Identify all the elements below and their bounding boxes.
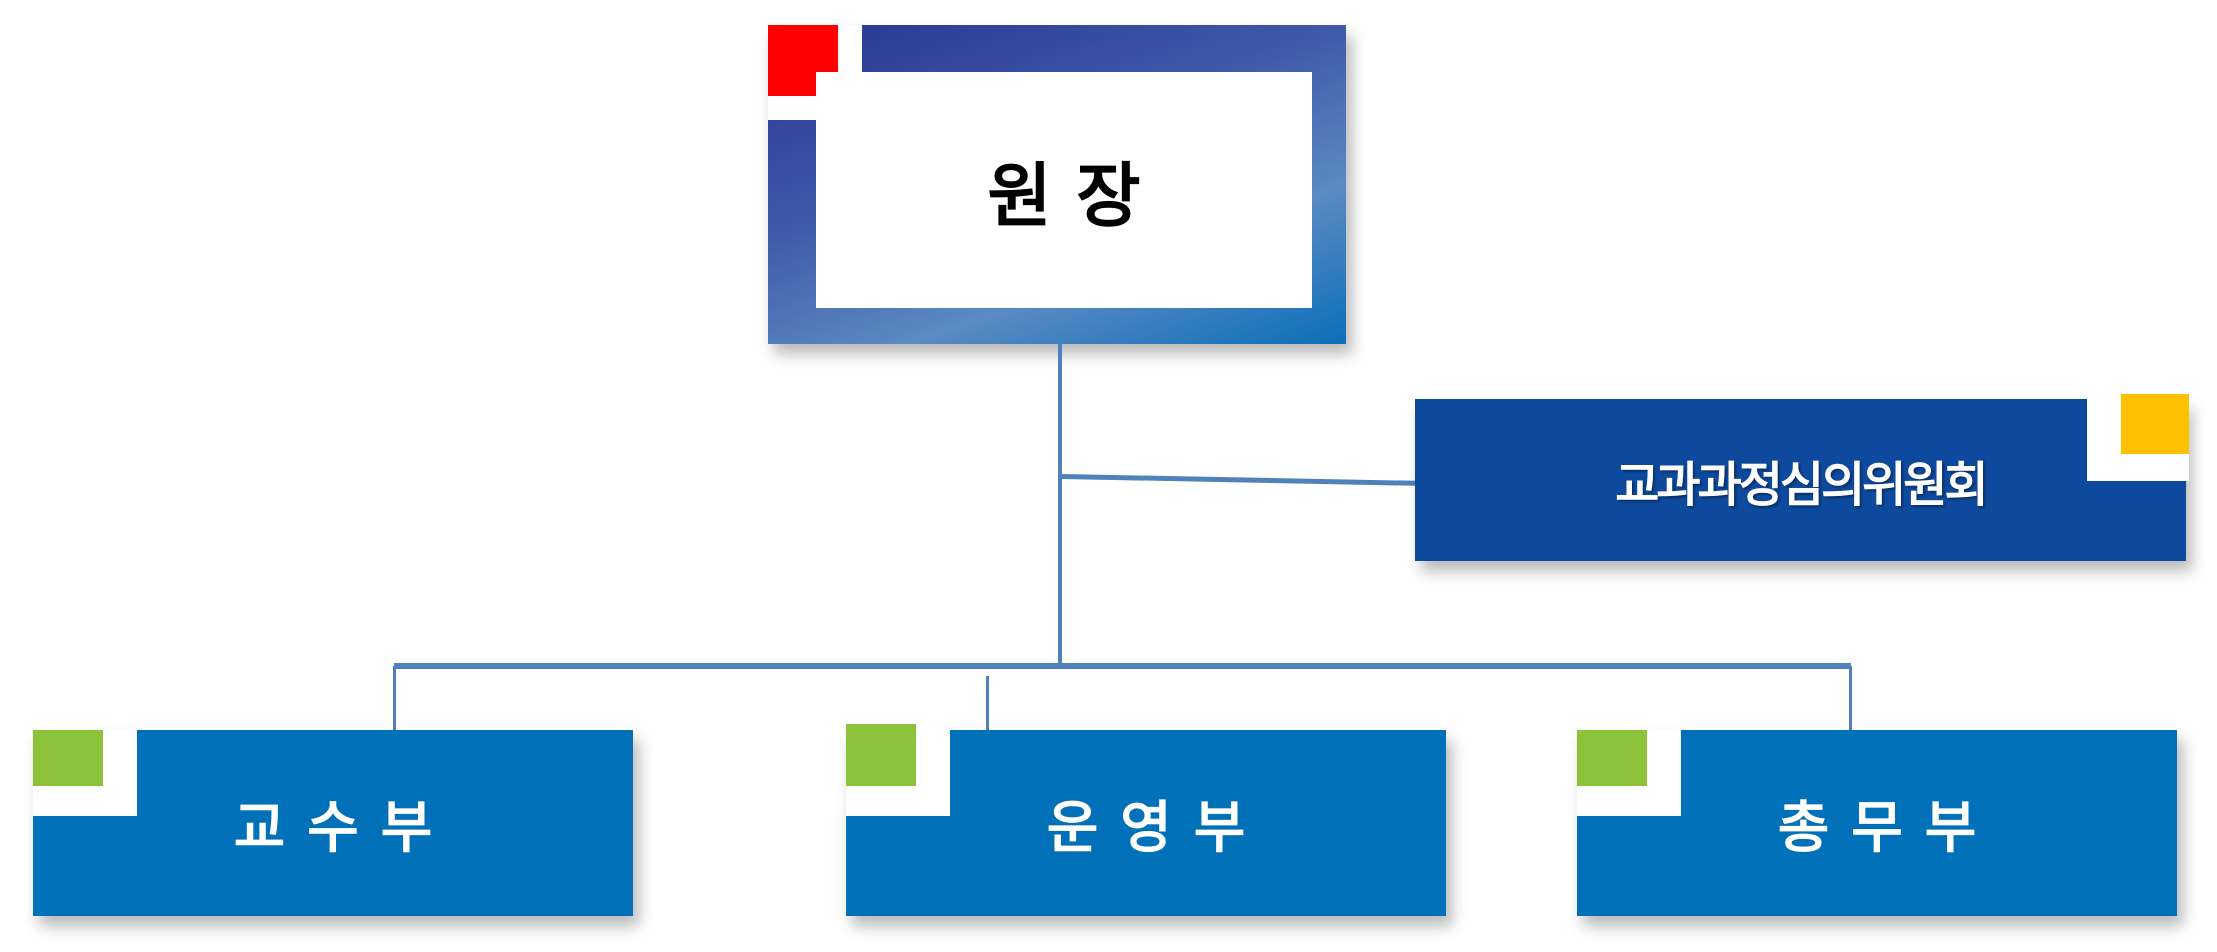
green-corner-accent: [1577, 730, 1647, 786]
connector-vertical-main: [1058, 344, 1062, 664]
green-corner-accent: [33, 730, 103, 786]
committee-label: 교과과정심의위원회: [1615, 457, 1988, 513]
department-box-1: 교수부: [33, 730, 633, 916]
connector-drop-2: [986, 676, 989, 734]
department-box-2: 운영부: [846, 724, 1446, 916]
department-label: 교수부: [233, 795, 455, 861]
yellow-corner-accent: [2121, 394, 2189, 454]
department-box-3: 총무부: [1577, 730, 2177, 916]
director-label: 원 장: [987, 154, 1141, 237]
director-inner-panel: [816, 72, 1312, 308]
connector-committee: [1061, 474, 1416, 486]
department-label: 운영부: [1046, 795, 1268, 861]
connector-drop-1: [393, 666, 396, 730]
department-label: 총무부: [1777, 795, 1999, 861]
committee-box: 교과과정심의위원회: [1415, 399, 2186, 561]
connector-horizontal-bus: [394, 663, 1851, 669]
connector-drop-3: [1849, 666, 1852, 730]
green-corner-accent: [846, 724, 916, 786]
director-box: 원 장: [768, 25, 1346, 344]
